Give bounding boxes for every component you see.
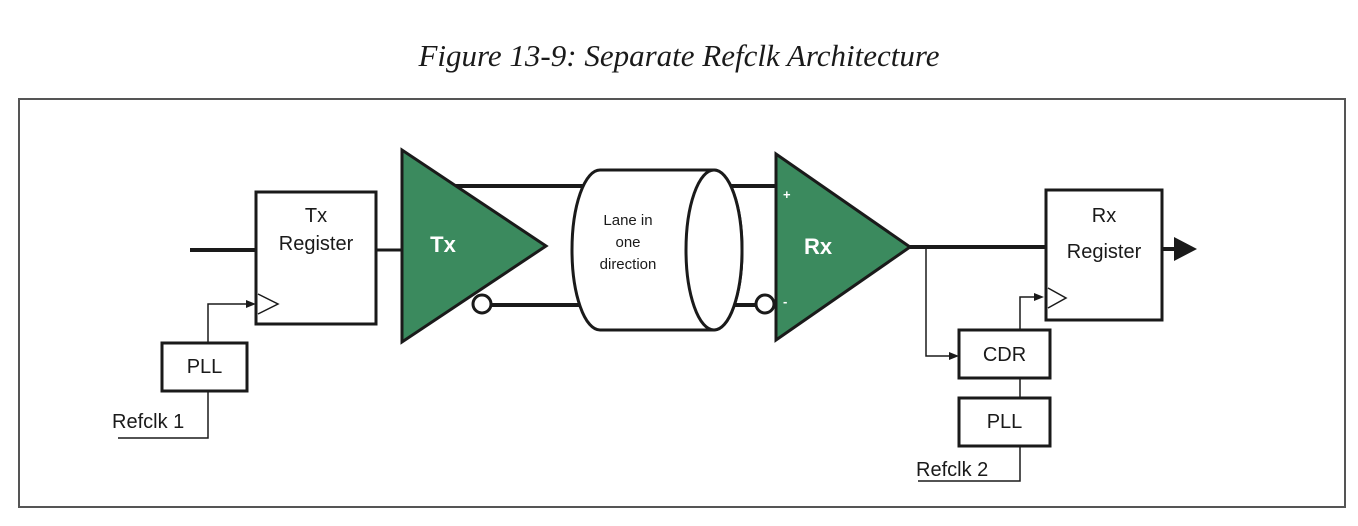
tx-register-box [254, 190, 378, 326]
cdr-label: CDR [983, 344, 1026, 366]
refclk2-label: Refclk 2 [916, 459, 988, 481]
rx-receiver-label: Rx [804, 234, 833, 259]
lane-label-line3: direction [600, 256, 657, 273]
rx-clock-line [1019, 296, 1036, 330]
rx-plus-sign: + [783, 187, 791, 202]
cdr-tap-arrowhead [949, 352, 959, 360]
rx-register-label-line1: Rx [1092, 205, 1116, 227]
pll-right-label: PLL [987, 411, 1023, 433]
tx-inverting-bubble [471, 293, 493, 315]
tx-register-label-line1: Tx [305, 205, 327, 227]
rx-register-clock-triangle [1047, 287, 1068, 309]
figure-caption: Figure 13-9: Separate Refclk Architectur… [418, 38, 940, 73]
tx-register-label-line2: Register [279, 233, 354, 255]
pll-right-box [957, 396, 1052, 448]
rx-inverting-bubble [754, 293, 776, 315]
refclk1-label: Refclk 1 [112, 411, 184, 433]
pll-left-box [160, 341, 249, 393]
rx-minus-sign: - [783, 294, 787, 309]
refclk2-line [918, 446, 1021, 482]
cable-cylinder-end [684, 168, 744, 332]
rx-data-output-arrowhead [1174, 237, 1197, 261]
pll-left-label: PLL [187, 356, 223, 378]
cdr-tap-line [925, 247, 950, 357]
lane-label-line1: Lane in [603, 212, 652, 229]
refclk1-line [118, 391, 209, 439]
rx-register-label-line2: Register [1067, 241, 1142, 263]
tx-clock-arrowhead [246, 300, 256, 308]
tx-driver-amplifier [400, 147, 549, 345]
cdr-box [957, 328, 1052, 380]
tx-register-clock-triangle [257, 293, 280, 315]
tx-clock-line [207, 303, 248, 343]
rx-receiver-amplifier [774, 151, 913, 343]
lane-label-line2: one [615, 234, 640, 251]
rx-clock-arrowhead [1034, 293, 1044, 301]
tx-driver-label: Tx [430, 232, 456, 257]
